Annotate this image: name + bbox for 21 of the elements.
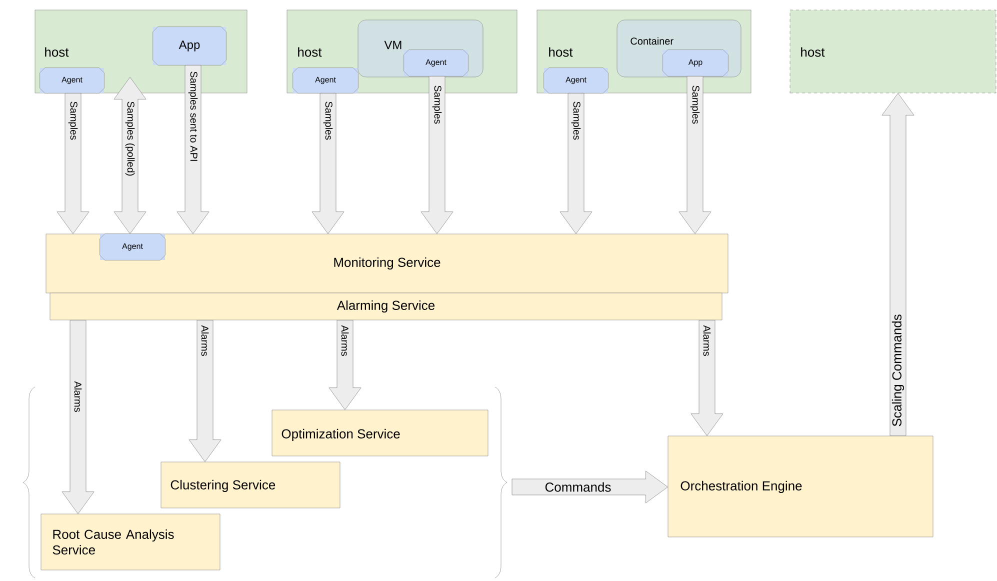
agent-box: Agent: [292, 68, 358, 94]
arrow-label: Scaling Commands: [890, 313, 906, 428]
service-box: Root Cause Analysis Service: [40, 514, 220, 570]
arrow-label: Samples: [67, 100, 79, 142]
arrow-label: Samples (polled): [124, 100, 136, 178]
arrow-label: Samples: [570, 100, 582, 142]
engine-box: Orchestration Engine: [668, 436, 934, 538]
arrow-label: Commands: [544, 481, 612, 493]
agent-box: Agent: [100, 234, 166, 260]
service-box: Clustering Service: [160, 462, 340, 508]
agent-box: Agent: [544, 68, 608, 94]
app-box: App: [662, 50, 728, 76]
block-arrow: [62, 320, 94, 514]
host-box: host: [790, 10, 996, 94]
agent-box: Agent: [404, 50, 468, 76]
agent-box: Agent: [40, 68, 104, 94]
service-box: Alarming Service: [50, 292, 722, 320]
service-box: Optimization Service: [272, 410, 488, 456]
arrow-label: Samples: [322, 100, 334, 142]
app-box: App: [152, 26, 226, 66]
block-arrow: [188, 320, 222, 462]
